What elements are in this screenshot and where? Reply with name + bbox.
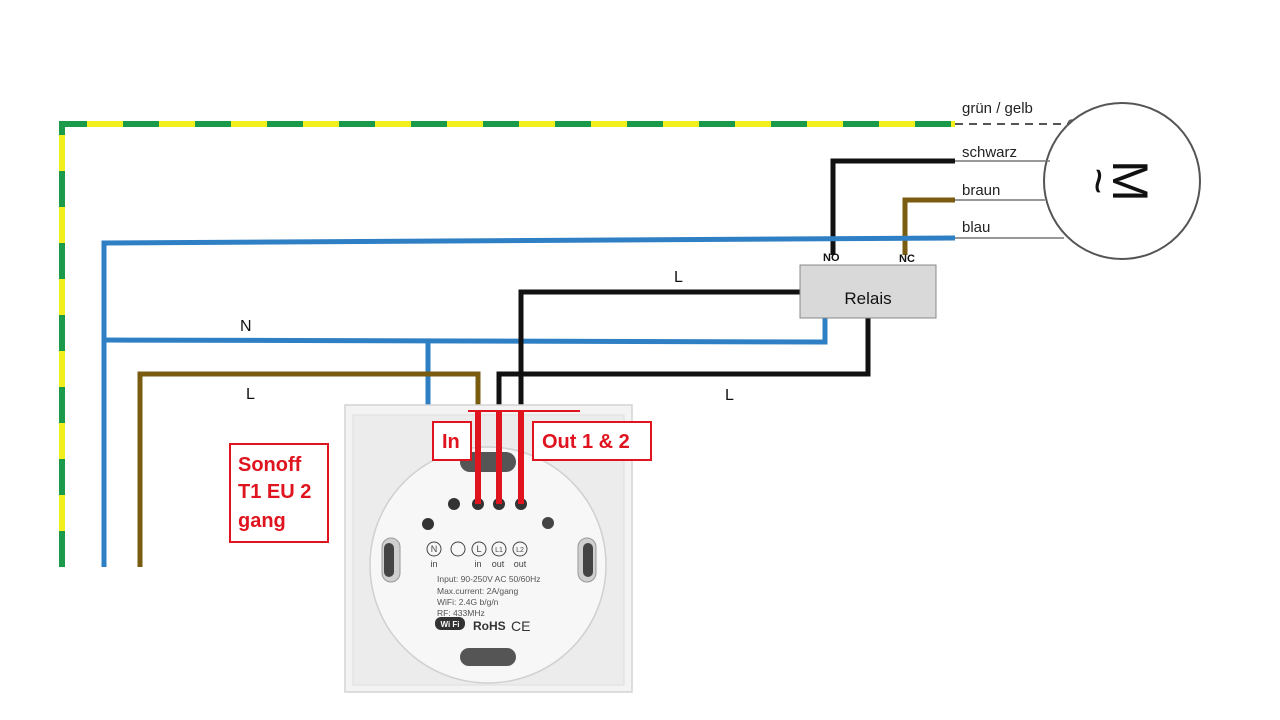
relay-box: Relais: [799, 264, 937, 319]
wire-label-l-left: L: [246, 386, 255, 403]
spec-line-wifi: WiFi: 2.4G b/g/n: [437, 597, 499, 607]
wire-label-l-right: L: [725, 387, 734, 404]
spec-line-current: Max.current: 2A/gang: [437, 586, 519, 596]
motor-wire-label-earth: grün / gelb: [962, 100, 1033, 117]
annotation-device-line-2: T1 EU 2: [238, 481, 311, 503]
annotation-device-line-1: Sonoff: [238, 454, 302, 476]
wire-motor-black: [830, 158, 955, 255]
motor-wire-label-black: schwarz: [962, 144, 1017, 161]
wire-label-n: N: [240, 318, 252, 335]
terminal-symbol-l: L: [476, 544, 481, 554]
wire-neutral-relay: [103, 318, 828, 345]
annotation-out-box: [532, 421, 652, 461]
wire-relay-l-top: [518, 289, 800, 412]
terminal-symbol-n: N: [431, 544, 438, 554]
relay-contact-nc: NC: [899, 253, 915, 265]
motor-tilde: ~: [1073, 168, 1125, 195]
terminal-caption-l1: out: [492, 559, 505, 569]
annotation-in-label: In: [442, 431, 460, 453]
spec-line-input: Input: 90-250V AC 50/60Hz: [437, 574, 541, 584]
mark-rohs: RoHS: [473, 619, 506, 633]
motor-symbol: M: [1102, 160, 1158, 202]
mark-wifi: Wi Fi: [440, 620, 459, 629]
terminal-symbol-l1: L1: [495, 547, 503, 554]
annotation-out-label: Out 1 & 2: [542, 431, 630, 453]
wire-relay-l-right: [496, 318, 871, 412]
wire-live-in: [137, 371, 481, 567]
mark-ce: CE: [511, 618, 530, 634]
device-terminals: N L L1 L2 in in out out: [426, 541, 528, 569]
wire-label-l-top: L: [674, 269, 683, 286]
spec-line-rf: RF: 433MHz: [437, 608, 485, 618]
motor: ~ M: [955, 102, 1201, 260]
wire-motor-brown: [902, 197, 955, 255]
annotation-in-box: [432, 421, 472, 461]
terminal-caption-l: in: [474, 559, 481, 569]
wire-neutral-main: [101, 235, 956, 567]
motor-wire-label-brown: braun: [962, 182, 1000, 199]
annotation-device-line-3: gang: [238, 510, 286, 532]
wifi-mark-icon: [435, 617, 465, 630]
relay-contact-no: NO: [823, 252, 840, 264]
motor-wire-label-blue: blau: [962, 219, 990, 236]
terminal-caption-n: in: [430, 559, 437, 569]
annotation-device-box: [229, 443, 329, 543]
relay-label: Relais: [844, 289, 891, 308]
terminal-symbol-l2: L2: [516, 547, 524, 554]
terminal-caption-l2: out: [514, 559, 527, 569]
